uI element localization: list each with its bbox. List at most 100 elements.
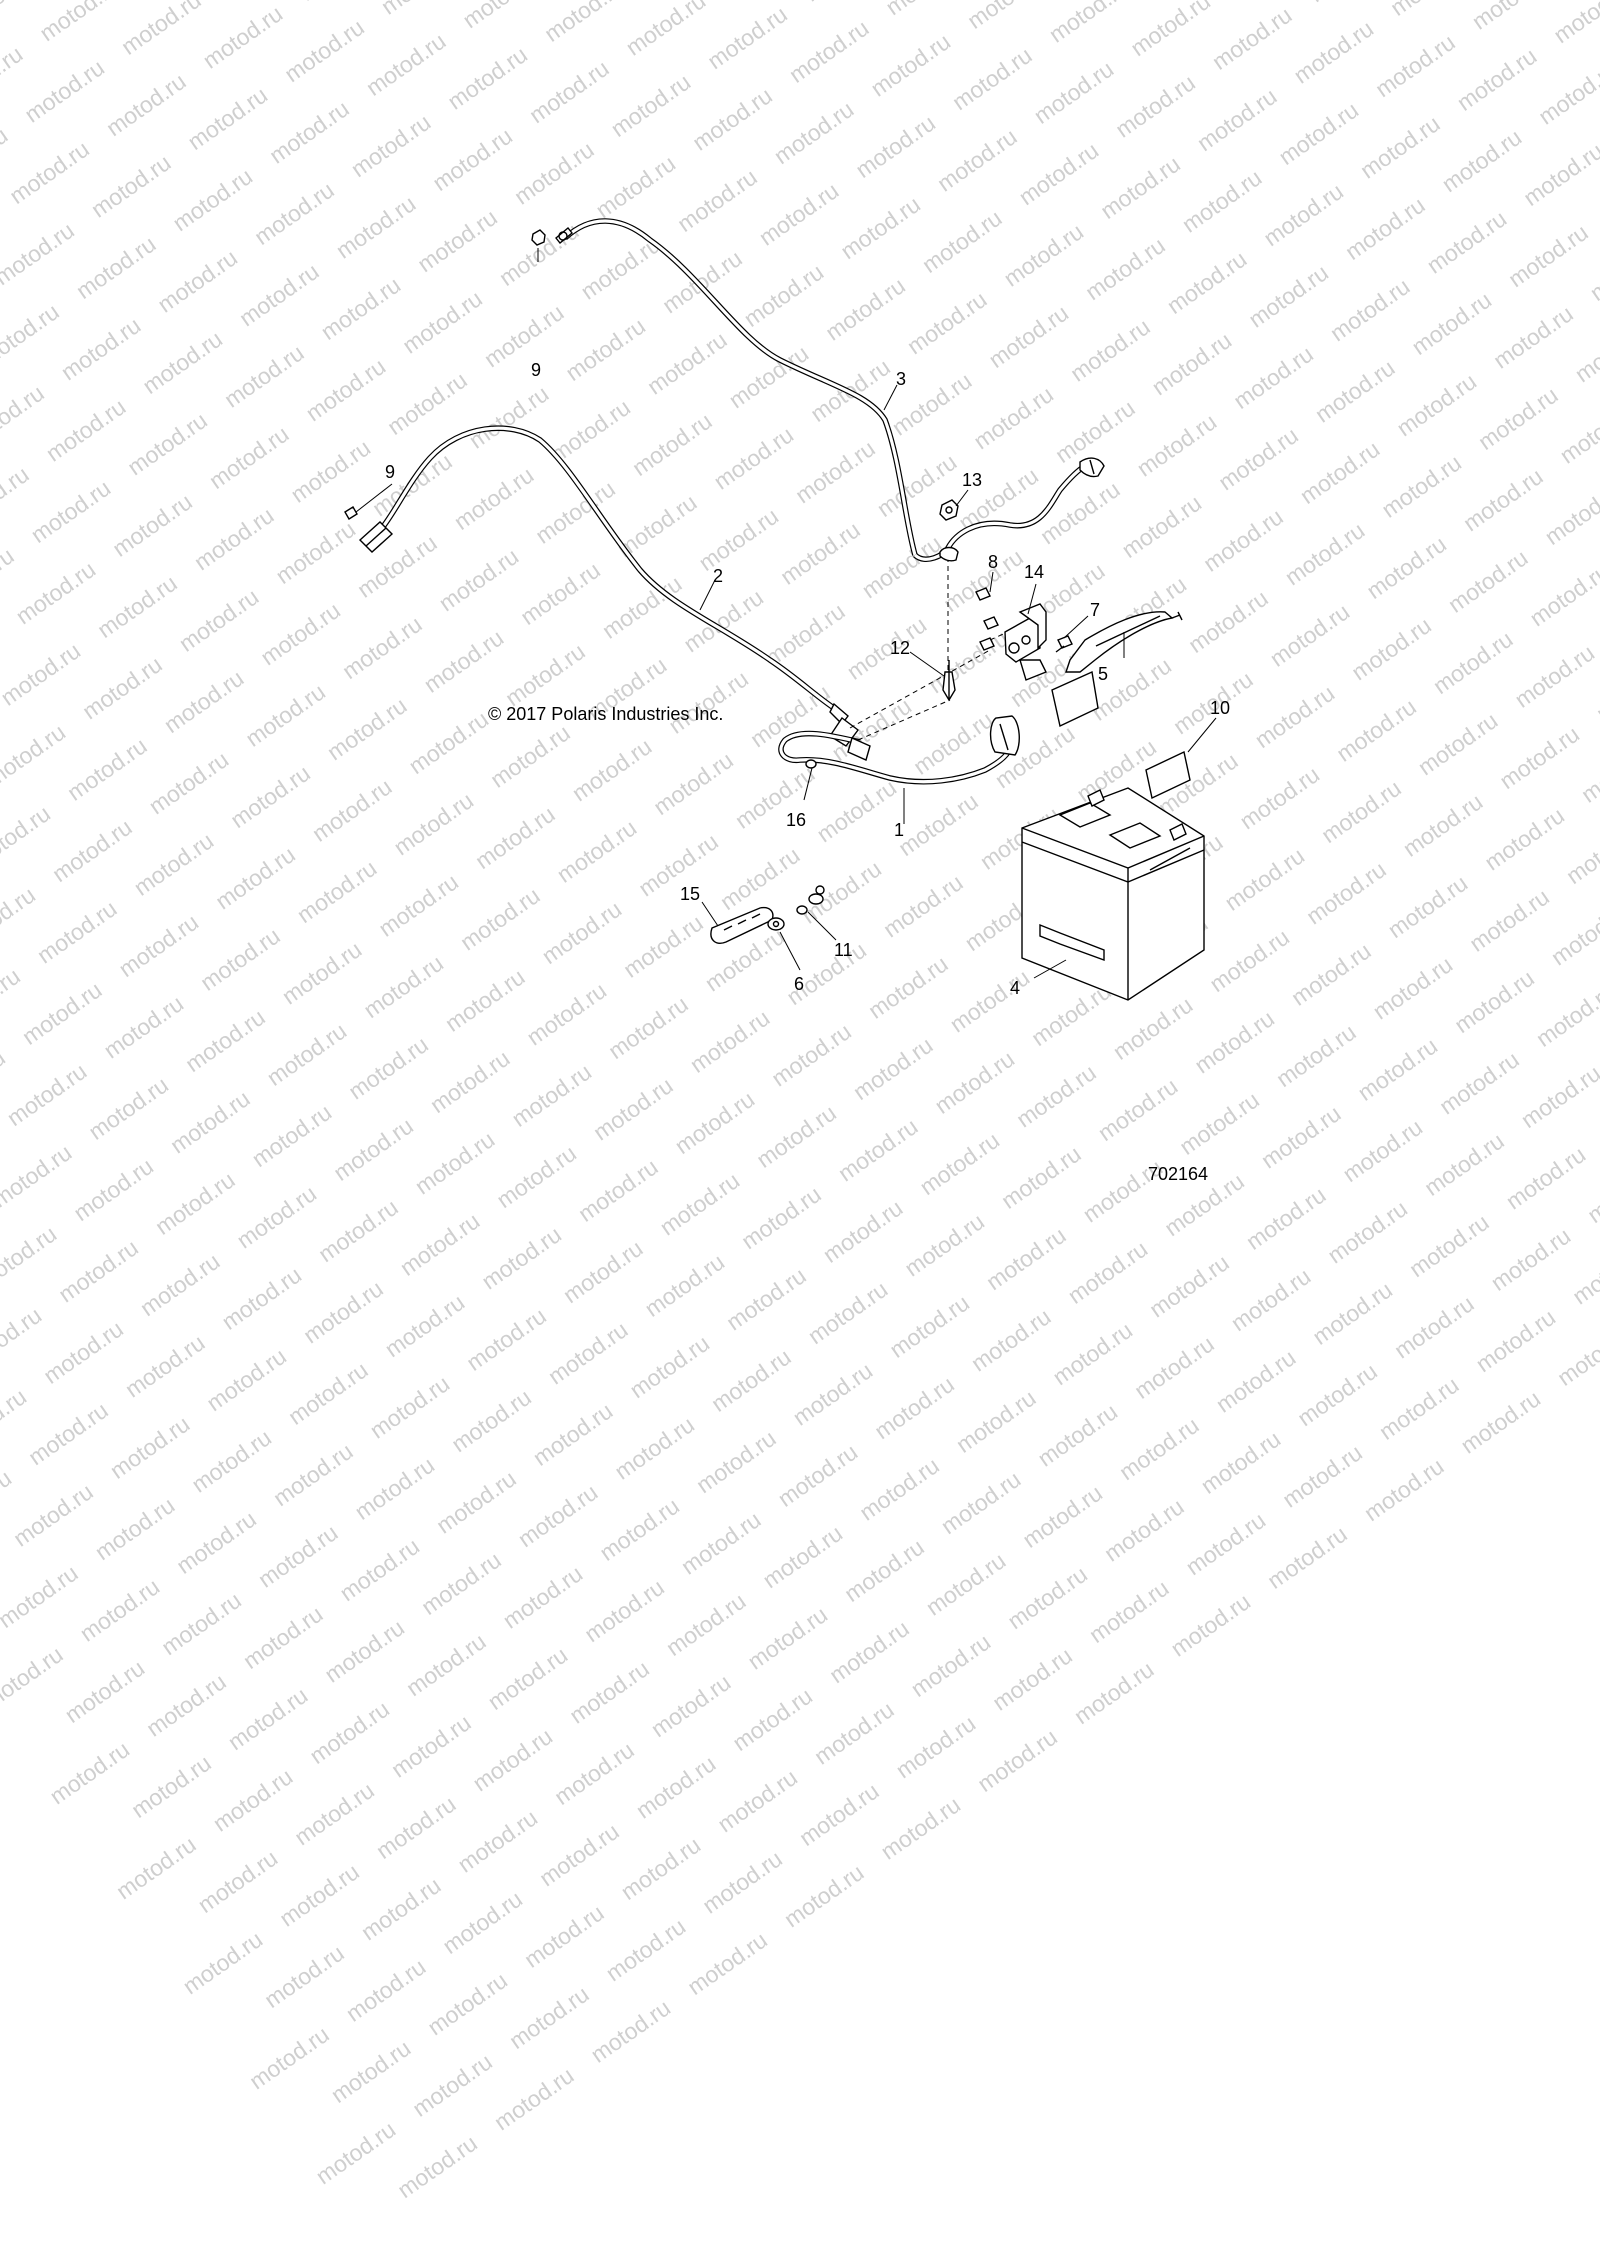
watermark-text: motod.ru — [691, 1424, 781, 1499]
watermark-text: motod.ru — [371, 1790, 461, 1864]
watermark-text: motod.ru — [787, 1357, 878, 1431]
watermark-text: motod.ru — [1129, 1330, 1219, 1404]
watermark-text: motod.ru — [697, 1845, 787, 1919]
watermark-text: motod.ru — [74, 1573, 165, 1647]
watermark-text: motod.ru — [416, 1546, 506, 1620]
watermark-text: motod.ru — [779, 1858, 869, 1933]
watermark-text: motod.ru — [661, 1587, 751, 1661]
watermark-text: motod.ru — [742, 1601, 833, 1675]
callout-6: 6 — [794, 974, 804, 994]
watermark-text: motod.ru — [981, 1221, 1071, 1296]
callout-9-top: 9 — [531, 360, 541, 380]
watermark-text: motod.ru — [0, 1640, 68, 1715]
watermark-text: motod.ru — [1165, 1588, 1256, 1662]
watermark-text: motod.ru — [890, 1709, 981, 1784]
watermark-text: motod.ru — [646, 1668, 736, 1743]
leader-lines — [355, 248, 1217, 979]
watermark-text: motod.ru — [386, 1709, 476, 1783]
watermark-text: motod.ru — [446, 1383, 536, 1458]
bracket-5 — [1065, 611, 1183, 673]
watermark-text: motod.ru — [482, 1641, 573, 1715]
watermark-text: motod.ru — [0, 1301, 47, 1376]
watermark-text: motod.ru — [1307, 1276, 1397, 1350]
nut-9-top — [531, 229, 546, 246]
watermark-text: motod.ru — [364, 1370, 455, 1444]
watermark-text: motod.ru — [803, 1275, 893, 1350]
watermark-text: motod.ru — [59, 1654, 150, 1728]
watermark-text: motod.ru — [120, 1329, 210, 1403]
watermark-text: motod.ru — [1047, 1316, 1138, 1391]
watermark-text: motod.ru — [624, 1329, 715, 1404]
cable-3 — [555, 218, 1105, 562]
watermark-text: motod.ru — [356, 1871, 446, 1946]
watermark-text: motod.ru — [0, 1464, 17, 1538]
pad-10 — [1145, 750, 1191, 800]
callout-4: 4 — [1010, 978, 1020, 998]
watermark-text: motod.ru — [600, 1912, 691, 1987]
callout-2: 2 — [713, 566, 723, 586]
watermark-text: motod.ru — [1292, 1357, 1382, 1432]
nut-16 — [805, 759, 817, 769]
watermark-text: motod.ru — [1262, 1520, 1352, 1594]
watermark-text: motod.ru — [437, 1885, 528, 1959]
watermark-text: motod.ru — [23, 1396, 113, 1471]
watermark-text: motod.ru — [824, 1614, 914, 1689]
watermark-text: motod.ru — [1084, 1574, 1174, 1648]
watermark-text: motod.ru — [809, 1696, 899, 1770]
watermark-text: motod.ru — [1099, 1493, 1189, 1567]
watermark-text: motod.ru — [1277, 1439, 1367, 1513]
watermark-text: motod.ru — [1002, 1560, 1092, 1635]
watermark-text: motod.ru — [951, 1384, 1041, 1458]
watermark-text: motod.ru — [712, 1763, 802, 1838]
watermark-text: motod.ru — [594, 1492, 684, 1566]
watermark-text: motod.ru — [1389, 1290, 1479, 1364]
watermark-text: motod.ru — [53, 1234, 143, 1308]
nut-13 — [939, 499, 959, 562]
watermark-text: motod.ru — [8, 1478, 98, 1552]
figure-id: 702164 — [1148, 1164, 1208, 1184]
watermark-text: motod.ru — [310, 2116, 401, 2190]
watermark-text: motod.ru — [141, 1668, 231, 1742]
watermark-text: motod.ru — [528, 1397, 618, 1471]
watermark-text: motod.ru — [1470, 1303, 1561, 1378]
callout-14: 14 — [1024, 562, 1044, 582]
watermark-text: motod.ru — [156, 1586, 246, 1661]
callout-12: 12 — [890, 638, 910, 658]
watermark-text: motod.ru — [259, 1939, 349, 2014]
watermark-text: motod.ru — [461, 1302, 551, 1376]
watermark-text: motod.ru — [349, 1451, 440, 1525]
watermark-text: motod.ru — [854, 1452, 944, 1526]
watermark-text: motod.ru — [392, 2129, 482, 2204]
watermark-text: motod.ru — [0, 1517, 33, 1632]
watermark-text: motod.ru — [721, 1262, 811, 1336]
watermark-text: motod.ru — [757, 1519, 848, 1594]
watermark-text: motod.ru — [126, 1749, 216, 1823]
callout-1: 1 — [894, 820, 904, 840]
watermark-text: motod.ru — [38, 1315, 128, 1389]
watermark-text: motod.ru — [609, 1411, 699, 1485]
watermark-text: motod.ru — [1069, 1655, 1159, 1730]
watermark-text: motod.ru — [1226, 1262, 1316, 1337]
watermark-text: motod.ru — [839, 1533, 929, 1607]
watermark-text: motod.ru — [304, 1695, 394, 1769]
nut-6 — [767, 917, 785, 931]
watermark-text: motod.ru — [1374, 1371, 1464, 1445]
watermark-text: motod.ru — [682, 1926, 772, 2000]
battery-4 — [1021, 787, 1205, 1001]
watermark-text: motod.ru — [534, 1817, 624, 1892]
fastener-12 — [942, 660, 956, 702]
watermark-text: motod.ru — [244, 2020, 334, 2095]
cable-1 — [778, 715, 1020, 785]
watermark-text: motod.ru — [1114, 1411, 1204, 1486]
watermark-text: motod.ru — [639, 1248, 730, 1322]
watermark-text: motod.ru — [489, 2062, 579, 2136]
solenoid-14 — [1004, 603, 1047, 681]
watermark-text: motod.ru — [341, 1953, 431, 2027]
watermark-text: motod.ru — [794, 1777, 884, 1851]
watermark-text: motod.ru — [676, 1506, 766, 1580]
watermark-text: motod.ru — [135, 1247, 225, 1322]
watermark-text: motod.ru — [289, 1776, 379, 1851]
watermark-text: motod.ru — [585, 1994, 676, 2068]
watermark-text: motod.ru — [283, 1356, 373, 1430]
watermark-text: motod.ru — [1195, 1425, 1286, 1499]
